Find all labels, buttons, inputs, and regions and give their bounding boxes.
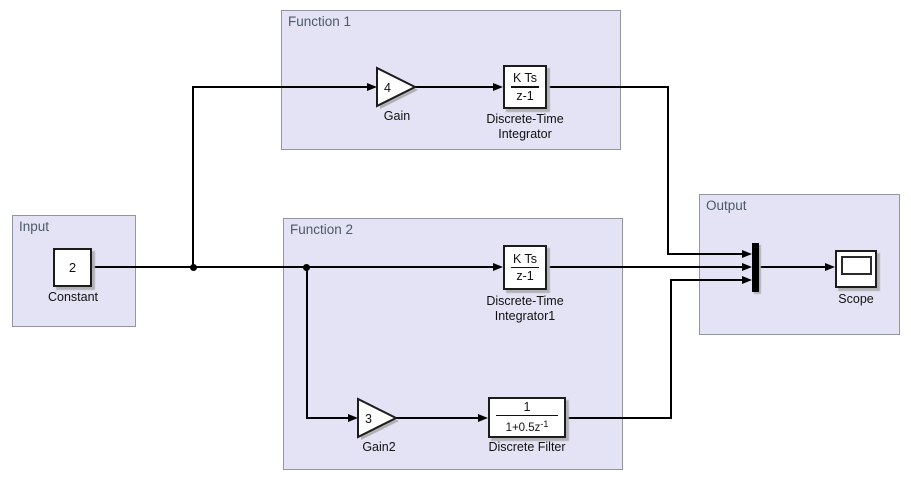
gain2-value: 3 bbox=[365, 412, 372, 426]
arrowhead-icon bbox=[493, 263, 503, 271]
wire-to-gain[interactable] bbox=[192, 86, 368, 88]
wire-constant-to-integrator1[interactable] bbox=[92, 266, 494, 268]
gain2-block[interactable]: 3 bbox=[357, 396, 403, 442]
filter-denominator: 1+0.5z-1 bbox=[506, 417, 549, 435]
constant-label: Constant bbox=[47, 290, 99, 304]
filter-denominator-base: 1+0.5z bbox=[505, 422, 541, 435]
gain-triangle-icon bbox=[376, 66, 418, 108]
arrowhead-icon bbox=[742, 263, 752, 271]
branch-dot bbox=[303, 264, 310, 271]
fraction-bar bbox=[511, 266, 539, 269]
wire-mux-to-scope[interactable] bbox=[759, 266, 826, 268]
gain-label: Gain bbox=[383, 109, 411, 123]
gain-value: 4 bbox=[384, 81, 391, 95]
constant-block[interactable]: 2 bbox=[53, 248, 92, 287]
discrete-time-integrator1-block[interactable]: K Ts z-1 bbox=[503, 245, 547, 290]
branch-dot bbox=[190, 264, 197, 271]
wire-gain2-to-filter[interactable] bbox=[394, 417, 479, 419]
area-function2[interactable]: Function 2 bbox=[283, 218, 623, 470]
area-input-label: Input bbox=[19, 219, 50, 234]
discrete-time-integrator-block[interactable]: K Ts z-1 bbox=[503, 65, 547, 109]
label-line: Discrete-Time bbox=[486, 294, 564, 308]
filter-denominator-exponent: -1 bbox=[540, 419, 549, 430]
wire-gain-to-integrator[interactable] bbox=[413, 86, 494, 88]
arrowhead-icon bbox=[742, 250, 752, 258]
integrator1-numerator: K Ts bbox=[512, 251, 538, 266]
wire-filter-out[interactable] bbox=[565, 417, 672, 419]
wire-branch-to-function1[interactable] bbox=[192, 86, 194, 268]
arrowhead-icon bbox=[742, 276, 752, 284]
constant-value: 2 bbox=[68, 260, 77, 275]
mux-block[interactable] bbox=[752, 243, 759, 292]
arrowhead-icon bbox=[348, 414, 358, 422]
integrator-denominator: z-1 bbox=[516, 88, 534, 103]
arrowhead-icon bbox=[367, 83, 377, 91]
wire-branch-to-gain2[interactable] bbox=[306, 266, 308, 419]
area-function2-label: Function 2 bbox=[290, 222, 354, 237]
area-input[interactable]: Input bbox=[12, 215, 136, 327]
wire-to-gain2[interactable] bbox=[306, 417, 349, 419]
label-line: Integrator1 bbox=[494, 309, 556, 323]
wire-integrator1-to-mux[interactable] bbox=[547, 266, 743, 268]
label-line: Integrator bbox=[498, 127, 552, 141]
filter-numerator: 1 bbox=[523, 399, 531, 414]
fraction-bar bbox=[496, 414, 558, 417]
arrowhead-icon bbox=[493, 83, 503, 91]
arrowhead-icon bbox=[825, 263, 835, 271]
discrete-time-integrator1-label: Discrete-Time Integrator1 bbox=[486, 294, 563, 324]
gain2-triangle-icon bbox=[357, 397, 399, 439]
fraction-bar bbox=[511, 86, 539, 88]
gain2-label: Gain2 bbox=[362, 440, 396, 454]
discrete-filter-label: Discrete Filter bbox=[488, 440, 566, 454]
label-line: Discrete-Time bbox=[486, 112, 564, 126]
integrator1-denominator: z-1 bbox=[516, 269, 534, 284]
integrator-numerator: K Ts bbox=[512, 71, 538, 86]
discrete-filter-block[interactable]: 1 1+0.5z-1 bbox=[488, 397, 566, 438]
wire-to-mux-3[interactable] bbox=[670, 279, 743, 281]
area-function1[interactable]: Function 1 bbox=[281, 10, 621, 150]
wire-integrator-out[interactable] bbox=[547, 86, 669, 88]
arrowhead-icon bbox=[478, 414, 488, 422]
wire-integrator-down[interactable] bbox=[667, 86, 669, 255]
scope-block[interactable] bbox=[835, 250, 877, 288]
discrete-time-integrator-label: Discrete-Time Integrator bbox=[486, 112, 563, 142]
scope-display-icon bbox=[841, 256, 872, 275]
gain-block[interactable]: 4 bbox=[376, 65, 422, 111]
area-function1-label: Function 1 bbox=[288, 14, 352, 29]
area-output-label: Output bbox=[706, 198, 747, 213]
scope-label: Scope bbox=[838, 292, 874, 306]
wire-to-mux-1[interactable] bbox=[667, 253, 743, 255]
wire-filter-up[interactable] bbox=[670, 279, 672, 419]
